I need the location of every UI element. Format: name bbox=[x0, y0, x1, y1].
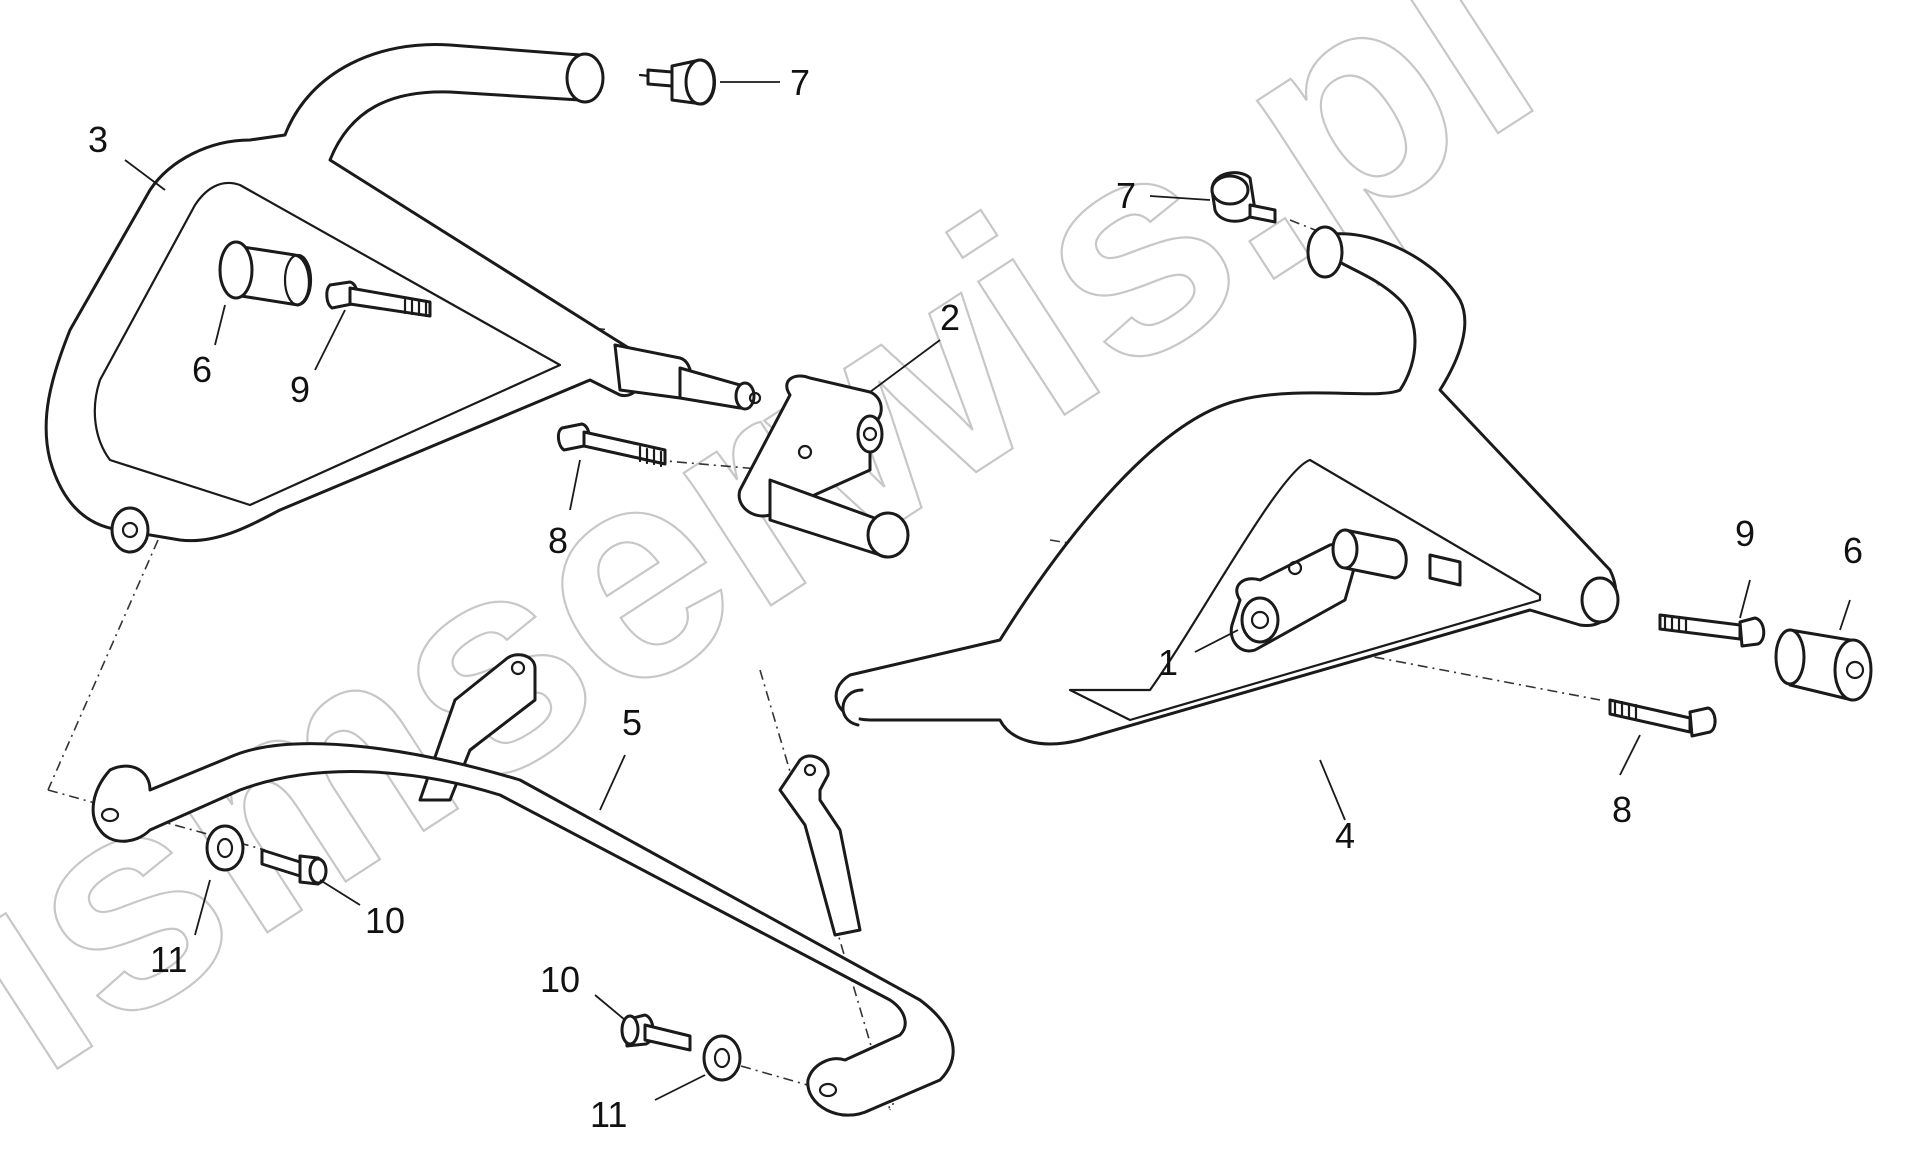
bolt-upper-left bbox=[325, 280, 432, 318]
callout-part-10-left: 10 bbox=[365, 900, 405, 941]
callout-part-1: 1 bbox=[1158, 642, 1178, 683]
callout-part-2: 2 bbox=[940, 297, 960, 338]
callout-part-7-upper: 7 bbox=[790, 62, 810, 103]
callout-part-6-right: 6 bbox=[1843, 530, 1863, 571]
callout-part-11-middle: 11 bbox=[590, 1094, 627, 1135]
spacer-bushing-left bbox=[218, 240, 313, 307]
callout-part-6-left: 6 bbox=[192, 349, 212, 390]
washer-lower-left bbox=[205, 824, 245, 872]
callout-part-8-upper: 8 bbox=[548, 520, 568, 561]
spacer-bushing-right bbox=[1774, 628, 1873, 702]
screw-lower-middle bbox=[620, 1013, 692, 1052]
washer-lower-middle bbox=[702, 1034, 742, 1082]
callout-part-8-right: 8 bbox=[1612, 789, 1632, 830]
bolt-upper-middle bbox=[556, 422, 667, 468]
crash-bar-right bbox=[834, 225, 1620, 746]
leader-lines bbox=[124, 81, 1851, 1101]
bolt-right-upper bbox=[1658, 613, 1766, 648]
callout-part-10-middle: 10 bbox=[540, 959, 580, 1000]
callout-part-9-right: 9 bbox=[1735, 513, 1755, 554]
callout-part-9-left: 9 bbox=[290, 369, 310, 410]
callout-part-5: 5 bbox=[622, 702, 642, 743]
callout-part-3: 3 bbox=[88, 119, 108, 160]
end-cap-right bbox=[1210, 171, 1277, 224]
mounting-bracket-right bbox=[1229, 528, 1462, 653]
callout-part-11-left: 11 bbox=[150, 939, 187, 980]
mounting-bracket bbox=[737, 374, 910, 559]
callout-labels: 3 6 9 7 2 8 7 1 4 9 6 8 5 11 10 10 11 bbox=[88, 62, 1863, 1135]
end-cap-upper bbox=[638, 58, 716, 106]
callout-part-4: 4 bbox=[1335, 815, 1355, 856]
callout-part-7-right: 7 bbox=[1116, 175, 1136, 216]
bolt-right-lower bbox=[1608, 698, 1717, 738]
screw-lower-left bbox=[260, 848, 328, 886]
lower-crossbar bbox=[91, 653, 955, 1117]
